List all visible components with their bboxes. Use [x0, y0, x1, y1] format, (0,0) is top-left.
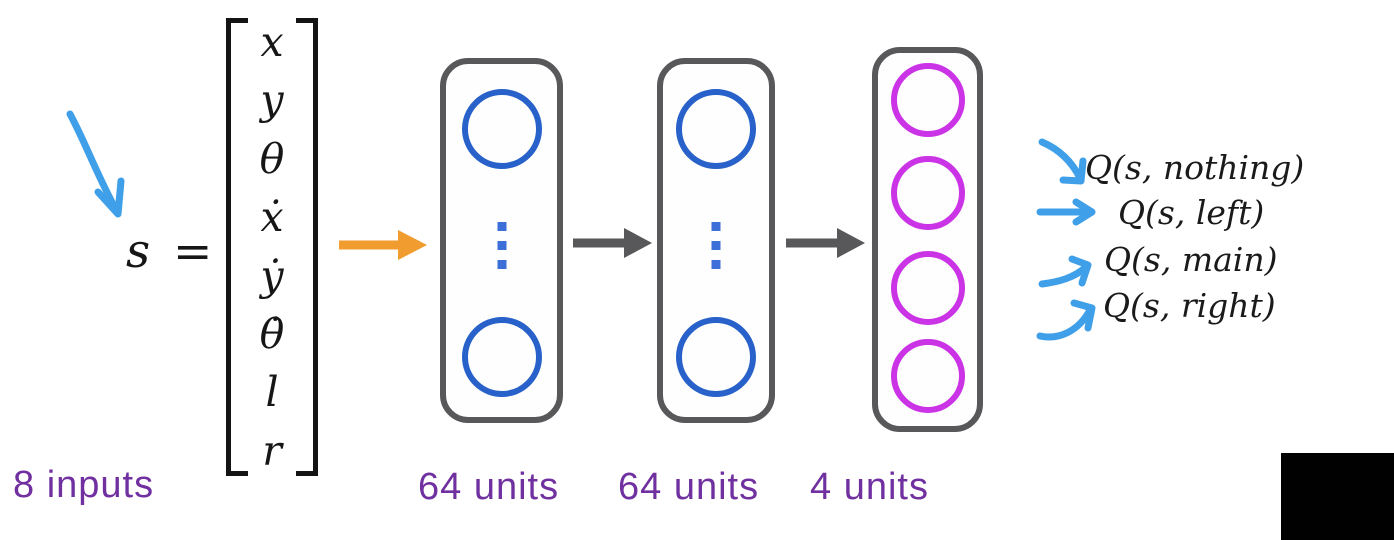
state-vector: x y θ ẋ ẏ θ̇ l r [226, 18, 318, 476]
ellipsis-dots-icon [711, 222, 721, 269]
hidden-unit-circle [676, 89, 756, 169]
hidden2-units-label: 64 units [618, 466, 760, 508]
output-unit-circle [890, 339, 965, 413]
hidden1-to-hidden2-arrow [573, 228, 652, 258]
q-value-label: Q(s, nothing) [1085, 148, 1305, 187]
vector-element: ẋ [260, 193, 284, 242]
q-nothing-arrow-icon [1038, 138, 1087, 185]
q-main-arrow-icon [1038, 255, 1092, 288]
state-vector-elements: x y θ ẋ ẏ θ̇ l r [240, 18, 304, 475]
vector-element: l [265, 368, 279, 417]
vector-element: ẏ [260, 251, 284, 300]
left-bracket [226, 18, 248, 476]
vector-element: y [260, 76, 284, 125]
hidden1-units-label: 64 units [418, 466, 560, 508]
hidden-layer-1 [440, 58, 563, 423]
output-units-label: 4 units [810, 466, 929, 508]
vector-element: θ [259, 134, 285, 183]
hidden-unit-circle [461, 317, 542, 397]
hidden-layer-2 [657, 58, 775, 423]
q-value-label: Q(s, right) [1103, 286, 1276, 325]
q-right-arrow-icon [1036, 299, 1096, 341]
q-left-arrow-icon [1036, 198, 1096, 226]
vector-element: θ̇ [259, 310, 285, 359]
input-to-hidden1-arrow [339, 230, 427, 260]
state-symbol: s = [126, 224, 217, 279]
output-layer [872, 47, 983, 432]
right-bracket [296, 18, 318, 476]
q-value-label: Q(s, main) [1104, 240, 1278, 279]
hidden-unit-circle [676, 317, 756, 397]
hidden2-to-output-arrow [786, 228, 865, 258]
video-corner-block [1281, 453, 1394, 540]
output-unit-circle [890, 63, 965, 137]
vector-element: x [260, 18, 284, 66]
q-value-label: Q(s, left) [1118, 193, 1265, 232]
vector-element: r [262, 426, 282, 475]
input-count-label: 8 inputs [13, 464, 155, 506]
ellipsis-dots-icon [497, 222, 506, 269]
input-pointer-arrow-icon [66, 110, 125, 218]
hidden-unit-circle [461, 89, 542, 169]
output-unit-circle [890, 251, 965, 325]
output-unit-circle [890, 156, 965, 230]
